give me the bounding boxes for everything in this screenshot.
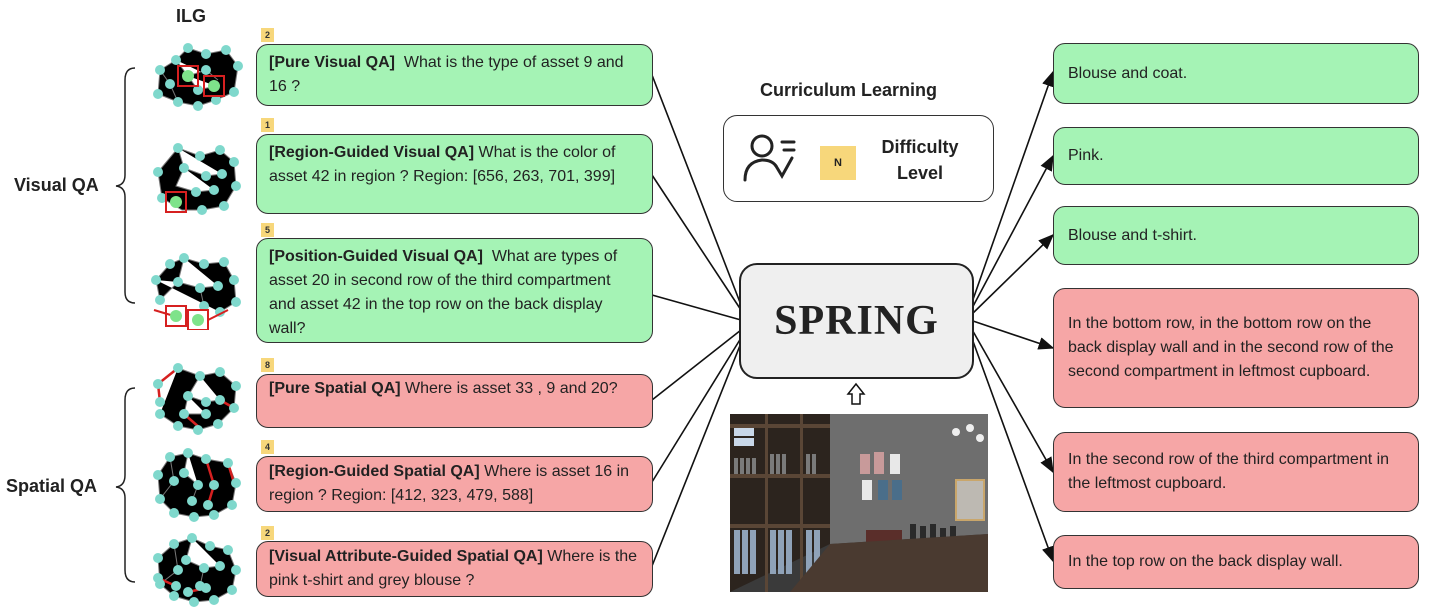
question-text: What is the color of asset 42 in region …: [269, 144, 616, 185]
q3-difficulty-badge: 5: [261, 223, 274, 237]
q5-difficulty-badge: 4: [261, 440, 274, 454]
learner-icon: [743, 134, 796, 182]
a4-arrow: [969, 319, 1055, 350]
question-type-tag: [Region-Guided Spatial QA]: [269, 463, 480, 480]
a2-arrow: [969, 154, 1054, 313]
a3-arrow: [969, 233, 1055, 317]
braces: [115, 67, 136, 583]
question-type-tag: [Region-Guided Visual QA]: [269, 144, 475, 161]
curriculum-title: Curriculum Learning: [760, 80, 938, 100]
q1-difficulty-badge: 2: [261, 28, 274, 42]
q1-connector: [651, 74, 742, 306]
question-box-position-visual: [Position-Guided Visual QA] What are typ…: [256, 238, 653, 343]
difficulty-level-box: N Difficulty Level: [723, 115, 994, 202]
q6-connector: [651, 342, 742, 567]
q3-connector: [651, 294, 742, 321]
question-text: What is the type of asset 9 and 16 ?: [269, 54, 624, 95]
q6-difficulty-badge: 2: [261, 526, 274, 540]
answer-box-4: In the bottom row, in the bottom row on …: [1053, 288, 1419, 408]
q4-connector: [651, 329, 742, 401]
spatial-brace: [115, 387, 136, 583]
answer-text: In the second row of the third compartme…: [1068, 451, 1390, 492]
answer-box-3: Blouse and t-shirt.: [1053, 206, 1419, 265]
question-box-region-spatial: [Region-Guided Spatial QA] Where is asse…: [256, 456, 653, 512]
question-type-tag: [Visual Attribute-Guided Spatial QA]: [269, 548, 543, 565]
ilg-graph-6: [153, 533, 241, 607]
question-text: Where is the pink t-shirt and grey blous…: [269, 548, 638, 589]
up-arrow-icon: [846, 382, 866, 405]
answer-text: In the top row on the back display wall.: [1068, 553, 1343, 570]
answer-text: Pink.: [1068, 147, 1104, 164]
difficulty-level-label: Difficulty Level: [881, 137, 959, 183]
answer-box-2: Pink.: [1053, 127, 1419, 185]
question-box-pure-visual: [Pure Visual QA] What is the type of ass…: [256, 44, 653, 106]
question-box-region-visual: [Region-Guided Visual QA] What is the co…: [256, 134, 653, 214]
answer-text: Blouse and t-shirt.: [1068, 226, 1197, 244]
ilg-graph-3: [151, 253, 241, 330]
question-box-attribute-spatial: [Visual Attribute-Guided Spatial QA] Whe…: [256, 541, 653, 597]
answer-box-5: In the second row of the third compartme…: [1053, 432, 1419, 512]
q2-connector: [651, 174, 742, 311]
ilg-graph-4: [153, 363, 241, 435]
question-box-pure-spatial: [Pure Spatial QA] Where is asset 33 , 9 …: [256, 374, 653, 428]
visual-qa-label: Visual QA: [14, 175, 99, 195]
difficulty-badge: N: [820, 146, 856, 180]
answer-box-6: In the top row on the back display wall.: [1053, 535, 1419, 589]
question-text: What are types of asset 20 in second row…: [269, 248, 618, 337]
ilg-title: ILG: [176, 6, 206, 26]
answer-text: In the bottom row, in the bottom row on …: [1068, 315, 1394, 380]
spring-model-box: SPRING: [739, 263, 974, 379]
a6-arrow: [969, 332, 1055, 563]
a5-arrow: [969, 325, 1054, 474]
a1-arrow: [969, 70, 1055, 309]
ilg-graph-2: [153, 143, 241, 215]
q2-difficulty-badge: 1: [261, 118, 274, 132]
question-type-tag: [Pure Visual QA]: [269, 54, 395, 71]
question-type-tag: [Position-Guided Visual QA]: [269, 248, 483, 265]
q4-difficulty-badge: 8: [261, 358, 274, 372]
q5-connector: [651, 337, 742, 483]
ilg-graph-5: [153, 448, 241, 522]
question-text: Where is asset 33 , 9 and 20?: [405, 380, 618, 397]
model-name: SPRING: [774, 298, 939, 344]
spatial-qa-label: Spatial QA: [6, 476, 98, 496]
store-scene-image: [730, 414, 988, 592]
visual-brace: [115, 67, 136, 304]
answer-box-1: Blouse and coat.: [1053, 43, 1419, 104]
question-type-tag: [Pure Spatial QA]: [269, 380, 401, 397]
ilg-graph-1: [153, 43, 243, 111]
question-text: Where is asset 16 in region ? Region: [4…: [269, 463, 630, 504]
answer-text: Blouse and coat.: [1068, 64, 1188, 82]
